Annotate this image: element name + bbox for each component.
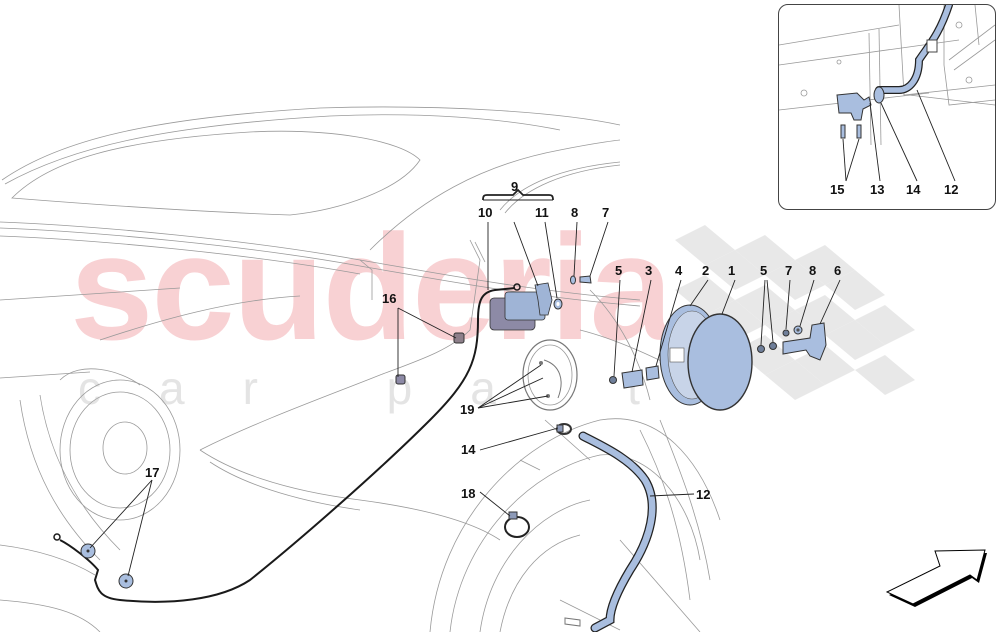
callout-16: 16 bbox=[382, 291, 397, 306]
inset-callout-14: 14 bbox=[906, 182, 921, 197]
callout-7-right: 7 bbox=[785, 263, 793, 278]
inset-callout-15: 15 bbox=[830, 182, 845, 197]
inset-artwork bbox=[779, 5, 995, 182]
callout-18: 18 bbox=[461, 486, 476, 501]
actuator-motor bbox=[489, 282, 553, 331]
callout-11: 11 bbox=[535, 205, 549, 220]
callout-4: 4 bbox=[675, 263, 683, 278]
callout-1: 1 bbox=[728, 263, 736, 278]
callout-12: 12 bbox=[696, 487, 711, 502]
callout-8-right: 8 bbox=[809, 263, 817, 278]
callout-7: 7 bbox=[602, 205, 610, 220]
callout-3: 3 bbox=[645, 263, 653, 278]
callout-6: 6 bbox=[834, 263, 842, 278]
callout-19: 19 bbox=[460, 402, 475, 417]
callout-5: 5 bbox=[615, 263, 623, 278]
inset-callout-12: 12 bbox=[944, 182, 959, 197]
release-cable bbox=[59, 287, 516, 603]
inset-detail-panel: 15 13 14 12 bbox=[778, 4, 996, 210]
callout-5-right: 5 bbox=[760, 263, 768, 278]
callout-8: 8 bbox=[571, 205, 579, 220]
watermark-text: scuderia bbox=[70, 203, 673, 371]
callout-2: 2 bbox=[702, 263, 710, 278]
callout-10: 10 bbox=[478, 205, 493, 220]
callout-9: 9 bbox=[511, 179, 519, 194]
inset-callout-13: 13 bbox=[870, 182, 885, 197]
callout-17: 17 bbox=[145, 465, 160, 480]
callout-14: 14 bbox=[461, 442, 476, 457]
